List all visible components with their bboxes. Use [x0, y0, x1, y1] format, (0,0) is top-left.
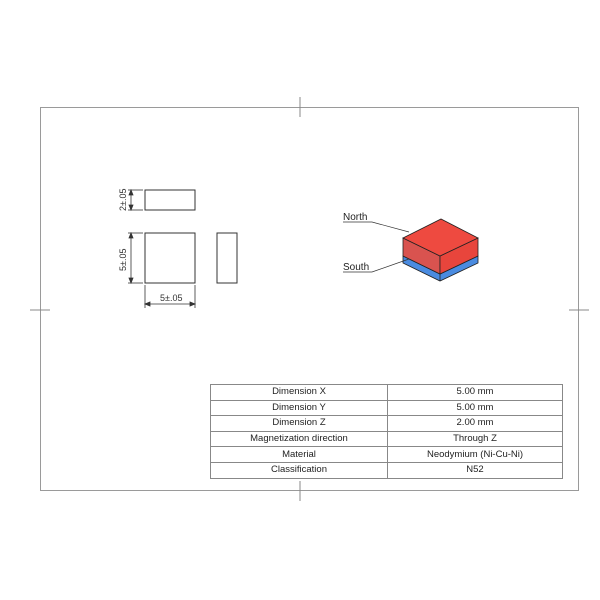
table-row: Dimension X 5.00 mm: [210, 384, 563, 401]
front-view: [144, 232, 196, 284]
value-cell: N52: [387, 461, 563, 479]
value-cell: 5.00 mm: [387, 399, 563, 417]
width-dimension: [143, 285, 197, 308]
value-cell: 2.00 mm: [387, 415, 563, 432]
side-view: [216, 232, 238, 284]
magnet-isometric: [402, 218, 479, 282]
table-row: Magnetization direction Through Z: [210, 430, 563, 448]
table-row: Classification N52: [210, 461, 563, 479]
spec-table: Dimension X 5.00 mm Dimension Y 5.00 mm …: [210, 384, 563, 479]
side-dimension: [128, 231, 143, 285]
table-row: Dimension Z 2.00 mm: [210, 415, 563, 432]
property-cell: Dimension Z: [210, 415, 388, 432]
value-cell: Neodymium (Ni-Cu-Ni): [387, 446, 563, 463]
center-marks: [30, 97, 589, 501]
top-view: [144, 189, 196, 211]
south-label: South: [343, 262, 369, 273]
height-dimension: [128, 188, 143, 212]
table-row: Dimension Y 5.00 mm: [210, 399, 563, 417]
side-label: 5±.05: [118, 249, 128, 271]
property-cell: Dimension X: [210, 384, 388, 401]
property-cell: Magnetization direction: [210, 430, 388, 448]
north-label: North: [343, 212, 367, 223]
height-label: 2±.05: [118, 189, 128, 211]
width-label: 5±.05: [160, 293, 182, 303]
pole-leaders: [343, 221, 410, 273]
table-row: Material Neodymium (Ni-Cu-Ni): [210, 446, 563, 463]
property-cell: Dimension Y: [210, 399, 388, 417]
property-cell: Material: [210, 446, 388, 463]
value-cell: 5.00 mm: [387, 384, 563, 401]
property-cell: Classification: [210, 461, 388, 479]
value-cell: Through Z: [387, 430, 563, 448]
drawing-frame: [40, 107, 579, 491]
